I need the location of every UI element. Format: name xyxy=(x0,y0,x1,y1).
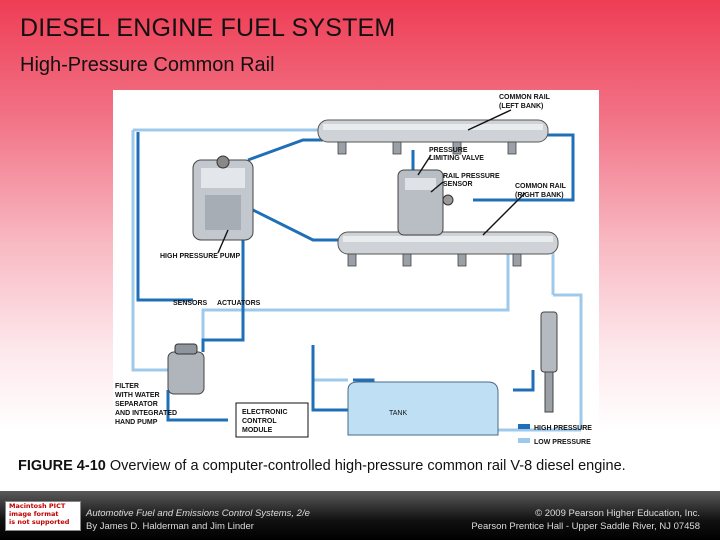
label-tank: TANK xyxy=(389,410,407,417)
legend-low-label: LOW PRESSURE xyxy=(534,439,591,446)
label-ecm-1: ELECTRONIC xyxy=(242,409,288,416)
fuel-tank xyxy=(347,381,499,436)
legend-high-swatch xyxy=(518,424,530,429)
label-common-rail-left: COMMON RAIL xyxy=(499,94,551,101)
footer-bar: Macintosh PICT image format is not suppo… xyxy=(0,491,720,540)
common-rail-left-bank xyxy=(317,119,549,155)
label-rail-pressure: RAIL PRESSURE xyxy=(443,173,500,180)
common-rail-right-bank xyxy=(337,231,559,267)
footer-copyright: © 2009 Pearson Higher Education, Inc. xyxy=(535,508,700,519)
label-sensor: SENSOR xyxy=(443,181,473,188)
slide-title: DIESEL ENGINE FUEL SYSTEM xyxy=(20,14,396,42)
badge-line: image format xyxy=(9,510,59,518)
legend: HIGH PRESSURE LOW PRESSURE xyxy=(518,424,592,446)
fuel-system-diagram: COMMON RAIL (LEFT BANK) PRESSURE LIMITIN… xyxy=(113,90,599,452)
footer-publisher: Pearson Prentice Hall - Upper Saddle Riv… xyxy=(471,521,700,532)
label-common-rail-right: COMMON RAIL xyxy=(515,183,567,190)
label-right-bank: (RIGHT BANK) xyxy=(515,192,564,199)
slide-subtitle: High-Pressure Common Rail xyxy=(20,54,275,76)
footer-authors: By James D. Halderman and Jim Linder xyxy=(86,521,254,532)
figure-number: FIGURE 4-10 xyxy=(18,458,106,474)
label-actuators: ACTUATORS xyxy=(217,300,261,307)
legend-low-swatch xyxy=(518,438,530,443)
badge-line: Macintosh PICT xyxy=(9,502,66,510)
badge-line: is not supported xyxy=(9,518,70,526)
unsupported-image-badge: Macintosh PICT image format is not suppo… xyxy=(5,501,81,531)
label-filter-3: SEPARATOR xyxy=(115,401,158,408)
label-ecm-3: MODULE xyxy=(242,427,273,434)
caption-text: Overview of a computer-controlled high-p… xyxy=(105,458,626,474)
label-filter-1: FILTER xyxy=(115,383,139,390)
label-left-bank: (LEFT BANK) xyxy=(499,103,543,110)
label-pressure: PRESSURE xyxy=(429,147,468,154)
high-pressure-pump xyxy=(192,155,254,241)
label-high-pressure-pump: HIGH PRESSURE PUMP xyxy=(160,253,240,260)
label-ecm-2: CONTROL xyxy=(242,418,277,425)
label-filter-4: AND INTEGRATED xyxy=(115,410,177,417)
fuel-filter xyxy=(167,343,205,395)
label-filter-2: WITH WATER xyxy=(115,392,160,399)
label-limiting-valve: LIMITING VALVE xyxy=(429,155,484,162)
legend-high-label: HIGH PRESSURE xyxy=(534,425,592,432)
figure-caption: FIGURE 4-10 Overview of a computer-contr… xyxy=(18,458,626,474)
ecm-box xyxy=(235,402,309,438)
footer-book-title: Automotive Fuel and Emissions Control Sy… xyxy=(86,508,310,519)
label-sensors: SENSORS xyxy=(173,300,208,307)
fuel-injector xyxy=(540,311,558,413)
label-filter-5: HAND PUMP xyxy=(115,419,158,426)
